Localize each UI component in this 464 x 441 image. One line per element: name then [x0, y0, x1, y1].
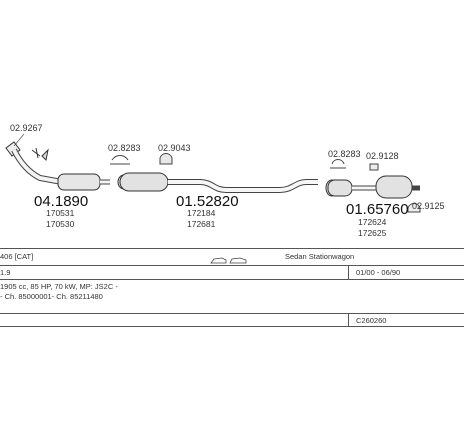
engine-label: 1.9 [0, 268, 11, 277]
info-row-2 [0, 265, 464, 280]
front-catalyst-number: 04.1890 [34, 193, 88, 210]
clamp-4-label: 02.8283 [328, 149, 361, 159]
catalyst-body [57, 173, 101, 191]
body-type-label: Sedan Stationwagon [285, 252, 355, 261]
rear-front-chamber [327, 179, 353, 197]
clamp-2-label: 02.8283 [108, 143, 141, 153]
chassis-label: - Ch. 85000001- Ch. 85211480 [0, 292, 103, 301]
clamp-6-label: 02.9125 [412, 201, 445, 211]
middle-silencer-body [119, 172, 169, 192]
middle-silencer-ref2: 172681 [187, 219, 216, 229]
clamp-3-drawing [159, 153, 173, 165]
rear-silencer-body [375, 175, 413, 199]
code-divider [348, 314, 349, 327]
rear-silencer-number: 01.65760 [346, 201, 409, 218]
catalogue-code: C260260 [356, 316, 387, 325]
front-catalyst-ref1: 170531 [46, 208, 75, 218]
middle-silencer-number: 01.52820 [176, 193, 239, 210]
clamp-5-label: 02.9128 [366, 151, 399, 161]
row-divider [348, 265, 349, 280]
clamp-1-label: 02.9267 [10, 123, 43, 133]
rear-silencer-part [325, 159, 421, 213]
clamp-6-drawing [407, 203, 421, 213]
exhaust-system-diagram: 02.9267 04.1890 170531 170530 02.8283 02… [5, 123, 445, 238]
front-catalyst-ref2: 170530 [46, 219, 75, 229]
model-label: 406 [CAT] [0, 252, 34, 261]
info-row-1 [0, 248, 464, 266]
info-row-4 [0, 303, 464, 314]
clamp-2-drawing [111, 155, 129, 161]
clamp-5-drawing [369, 163, 379, 171]
car-icon [210, 252, 248, 264]
info-row-5 [0, 314, 464, 327]
front-gasket [31, 147, 41, 159]
rear-silencer-ref2: 172625 [358, 228, 387, 238]
middle-silencer-part [110, 153, 318, 193]
front-catalyst-part [5, 141, 110, 191]
clamp-3-label: 02.9043 [158, 143, 191, 153]
date-range-label: 01/00 - 06/90 [356, 268, 401, 277]
engine-detail-label: 1905 cc, 85 HP, 70 kW, MP: JS2C - [0, 282, 118, 291]
middle-silencer-ref1: 172184 [187, 208, 216, 218]
clamp-4-drawing [330, 159, 346, 169]
rear-silencer-ref1: 172624 [358, 217, 387, 227]
